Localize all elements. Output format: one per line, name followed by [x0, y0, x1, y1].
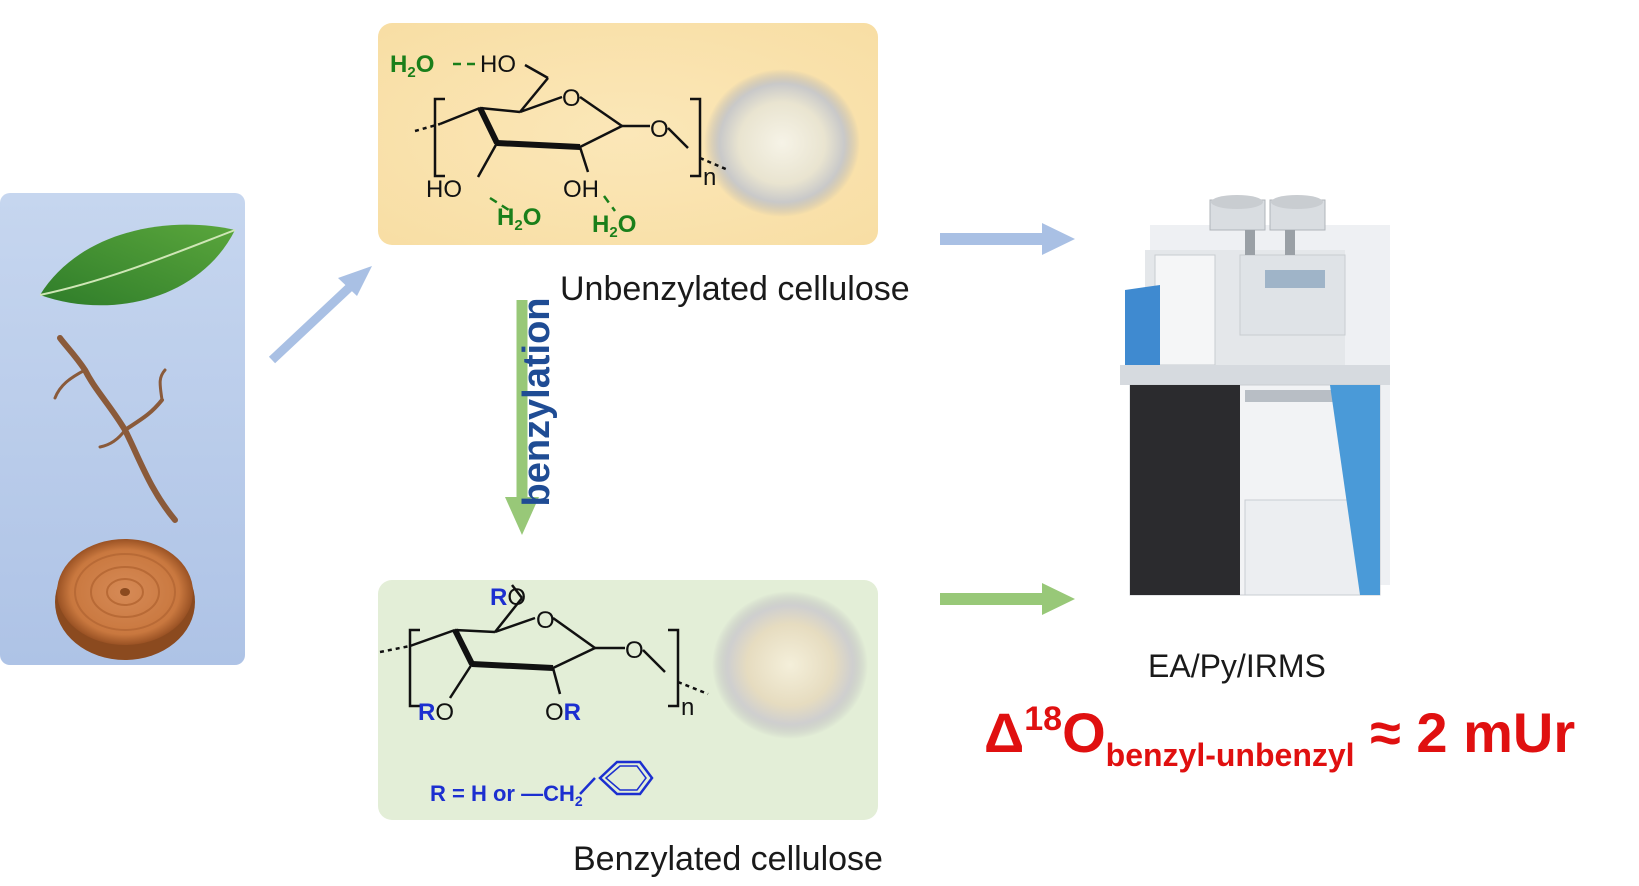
instrument-label: EA/Py/IRMS: [1148, 648, 1326, 684]
repeat-n-label: n: [703, 164, 716, 191]
unbenzylated-hbonds: [453, 62, 617, 214]
r-group-definition: R = H or —CH2: [430, 781, 583, 809]
ro3-label: RO: [418, 699, 454, 726]
benzylated-structure: [379, 584, 709, 708]
benzylated-labels: RO O O n RO OR: [418, 584, 694, 726]
glyco-o-label: O: [650, 116, 669, 143]
ring-o-label: O: [562, 85, 581, 112]
unbenzylated-label: Unbenzylated cellulose: [560, 270, 910, 308]
or2-label: OR: [545, 699, 581, 726]
benzylated-label: Benzylated cellulose: [573, 840, 883, 878]
ro6-label: RO: [490, 584, 526, 611]
twig-icon: [53, 335, 178, 523]
benzylation-label: benzylation: [516, 297, 558, 507]
arrow-to-irms-bottom: [940, 583, 1075, 615]
water-label-top: H2O: [390, 51, 434, 81]
delta-18o-result: Δ18Obenzyl-unbenzyl ≈ 2 mUr: [984, 700, 1576, 773]
benzylated-powder-image: [712, 591, 868, 739]
arrow-to-irms-top: [940, 223, 1075, 255]
repeat-n-label-bottom: n: [681, 694, 694, 721]
benzyl-ring-icon: [579, 760, 654, 796]
ho3-label: HO: [426, 176, 462, 203]
irms-instrument-image: [1120, 195, 1390, 596]
unbenzylated-labels: H2O HO O O n HO OH H2O H2O: [390, 51, 716, 241]
water-label-3: H2O: [497, 204, 541, 234]
wood-disk-icon: [55, 539, 195, 660]
leaf-icon: [39, 224, 236, 306]
ho-ch2-label: HO: [480, 51, 516, 78]
glyco-o-label-bottom: O: [625, 637, 644, 664]
cellulose-powder-image: [704, 69, 860, 217]
unbenzylated-structure: [414, 63, 729, 178]
ring-o-label-bottom: O: [536, 607, 555, 634]
oh2-label: OH: [563, 176, 599, 203]
water-label-2: H2O: [592, 211, 636, 241]
benzylation-arrow: [505, 300, 539, 535]
arrow-to-unbenzylated: [268, 266, 372, 364]
